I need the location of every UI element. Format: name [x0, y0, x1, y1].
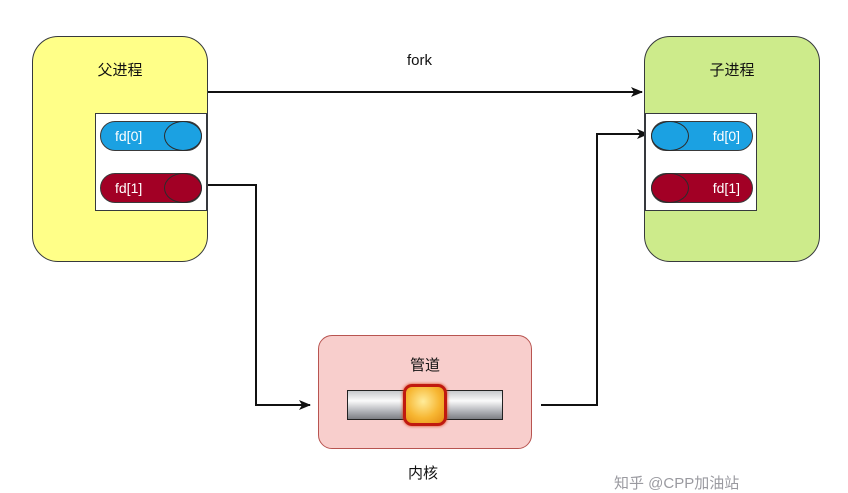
child-process: 子进程 fd[0] fd[1]: [644, 36, 820, 262]
child-fd1-label: fd[1]: [712, 180, 740, 196]
parent-fd1-label: fd[1]: [115, 180, 143, 196]
child-process-title: 子进程: [709, 62, 755, 79]
pipe-title: 管道: [409, 357, 440, 374]
pipe-to-read-arrow: [541, 129, 649, 406]
watermark: 知乎 @CPP加油站: [614, 475, 740, 492]
child-fd1-write-end[interactable]: fd[1]: [651, 173, 753, 203]
child-fd-table: fd[0] fd[1]: [645, 113, 757, 211]
parent-fd1-write-end[interactable]: fd[1]: [100, 173, 202, 203]
kernel-label: 内核: [408, 465, 439, 482]
parent-fd0-read-end[interactable]: fd[0]: [100, 121, 202, 151]
pipe-container: 管道: [318, 335, 532, 449]
write-to-pipe-arrow: [202, 184, 311, 410]
child-fd0-read-end[interactable]: fd[0]: [651, 121, 753, 151]
parent-process-title: 父进程: [97, 62, 143, 79]
pipe-buffer-icon: [403, 384, 447, 426]
parent-fd0-cap: [164, 121, 202, 151]
parent-fd1-cap: [164, 173, 202, 203]
parent-process: 父进程 fd[0] fd[1]: [32, 36, 208, 262]
child-fd0-cap: [651, 121, 689, 151]
parent-fd-table: fd[0] fd[1]: [95, 113, 207, 211]
parent-fd0-label: fd[0]: [115, 128, 143, 144]
child-fd1-cap: [651, 173, 689, 203]
child-fd0-label: fd[0]: [712, 128, 740, 144]
fork-label: fork: [407, 52, 433, 69]
